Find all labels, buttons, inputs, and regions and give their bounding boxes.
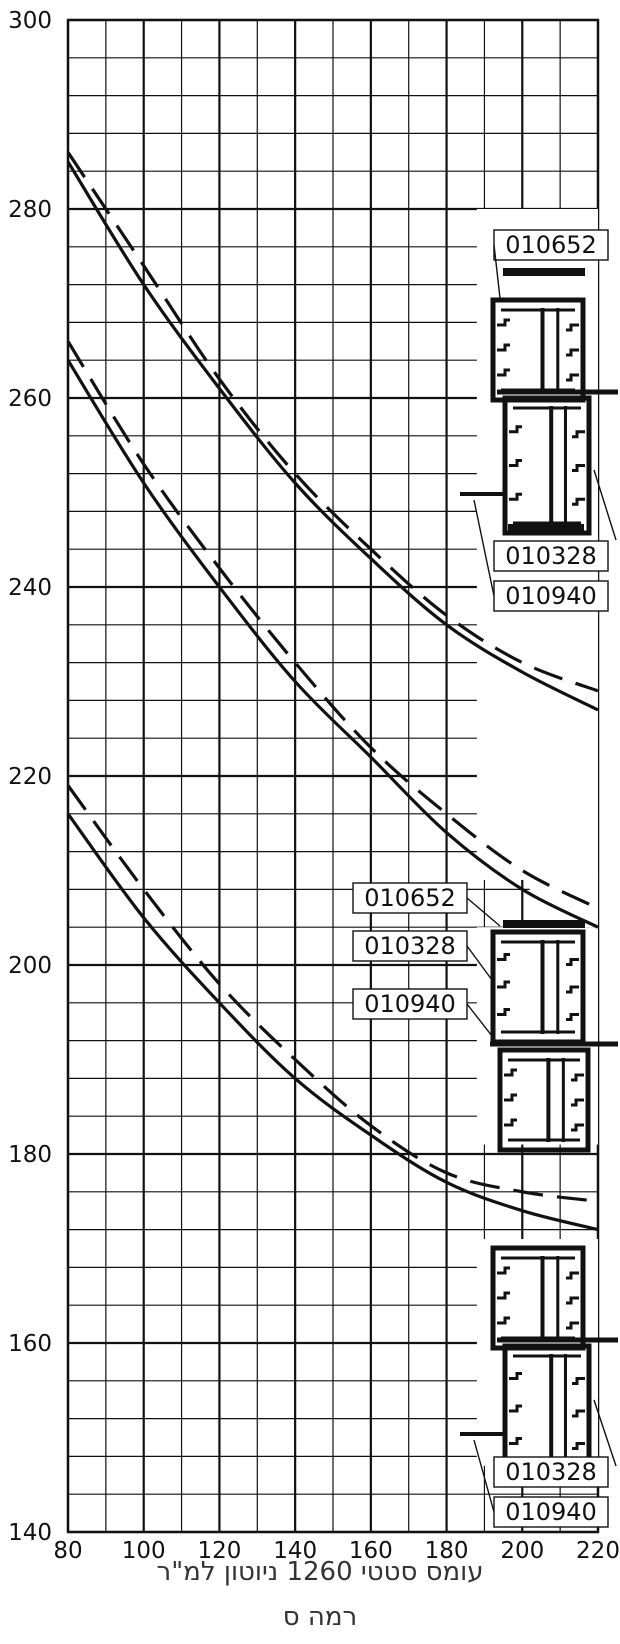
- profile-notch: [571, 1123, 584, 1132]
- profile-notch: [572, 497, 585, 506]
- y-tick-label: 160: [8, 1331, 52, 1357]
- profile-notch: [566, 373, 579, 382]
- leader-line: [593, 1399, 617, 1467]
- profile-notch: [504, 1118, 517, 1127]
- x-tick-label: 180: [425, 1538, 469, 1564]
- x-tick-label: 140: [273, 1538, 317, 1564]
- profile-notch: [509, 1372, 522, 1380]
- x-tick-label: 120: [197, 1538, 241, 1564]
- y-tick-label: 240: [8, 575, 52, 601]
- profile-notch: [566, 1271, 579, 1280]
- profile-cap: [503, 920, 585, 928]
- profile-notch: [504, 1093, 517, 1102]
- series-line-4-dashed: [66, 340, 599, 910]
- profile-label-box: [352, 988, 468, 1020]
- profile-label: 010652: [364, 884, 456, 912]
- x-tick-label: 80: [53, 1538, 82, 1564]
- profile-label-box: [352, 882, 468, 914]
- series-line-3-solid: [66, 359, 599, 929]
- x-tick-label: 220: [576, 1538, 620, 1564]
- x-tick-label: 200: [500, 1538, 544, 1564]
- profile-notch: [509, 459, 522, 467]
- profile-notch: [509, 1437, 522, 1445]
- chart-caption: רמה ס: [283, 1602, 357, 1632]
- profile-label-box: [493, 229, 609, 261]
- profile-cap: [503, 268, 585, 276]
- profile-notch: [566, 348, 579, 357]
- leader-line: [473, 1439, 495, 1513]
- leader-line: [493, 244, 501, 299]
- y-tick-label: 220: [8, 764, 52, 790]
- tick-labels: 140 160 180 200 220 240 260 280 300 80 100 120 140 16…: [8, 8, 620, 1564]
- profile-notch: [572, 1442, 585, 1450]
- profile-notch: [509, 1404, 522, 1413]
- y-tick-label: 280: [8, 197, 52, 223]
- profile-label: 010940: [364, 990, 456, 1018]
- profile-label: 010328: [505, 1458, 597, 1486]
- profile-notch: [566, 323, 579, 332]
- profile-notch: [509, 425, 522, 434]
- profile-label-box: [493, 580, 609, 612]
- profile-area-mask: [476, 1239, 598, 1466]
- profile-notch: [497, 1008, 510, 1016]
- leader-line: [466, 945, 493, 981]
- profile-cap: [508, 524, 584, 532]
- profile-drawings: 010652 010328 010940 010652 010328 010940 0103…: [352, 229, 618, 1528]
- profile-label-box: [493, 540, 609, 572]
- leader-line: [593, 469, 617, 541]
- profile-label: 010328: [364, 932, 456, 960]
- grid: [66, 18, 600, 1534]
- series-line-5-solid: [66, 812, 599, 1232]
- profile-notch: [572, 1377, 585, 1385]
- series-line-2-dashed: [66, 151, 599, 693]
- profile-notch: [566, 1321, 579, 1330]
- profile-label: 010940: [505, 1498, 597, 1526]
- series-line-1-solid: [66, 160, 599, 712]
- leader-line: [473, 499, 495, 597]
- profile-label: 010940: [505, 582, 597, 610]
- profile-notch: [571, 1098, 584, 1107]
- y-tick-label: 200: [8, 953, 52, 979]
- profile-notch: [572, 464, 585, 472]
- profile-notch: [566, 1296, 579, 1305]
- profile-notch: [497, 1266, 510, 1275]
- profile-frame: [502, 395, 592, 536]
- profile-label: 010652: [505, 231, 597, 259]
- series-group: [66, 151, 599, 1232]
- profile-notch: [566, 1013, 579, 1021]
- y-tick-label: 260: [8, 386, 52, 412]
- profile-area-mask: [476, 927, 598, 1145]
- profile-frame: [497, 1047, 591, 1153]
- profile-notch: [571, 1073, 584, 1082]
- profile-notch: [497, 368, 510, 377]
- profile-label-box: [352, 930, 468, 962]
- series-line-6-dashed: [66, 784, 599, 1203]
- profile-notch: [566, 985, 579, 994]
- profile-notch: [566, 958, 579, 966]
- profile-notch: [572, 430, 585, 439]
- profile-label: 010328: [505, 542, 597, 570]
- y-tick-label: 300: [8, 8, 52, 34]
- x-axis-label: עומס סטטי 1260 ניוטון למ"ר: [157, 1557, 484, 1587]
- y-tick-label: 140: [8, 1520, 52, 1546]
- profile-notch: [509, 492, 522, 501]
- profile-notch: [497, 318, 510, 327]
- profile-notch: [497, 980, 510, 989]
- profile-notch: [572, 1409, 585, 1418]
- y-tick-label: 180: [8, 1142, 52, 1168]
- profile-notch: [497, 953, 510, 961]
- profile-label-box: [493, 1456, 609, 1488]
- leader-line: [466, 897, 501, 927]
- profile-notch: [497, 1291, 510, 1300]
- profile-notch: [504, 1068, 517, 1077]
- leader-line: [466, 1003, 493, 1037]
- x-tick-label: 100: [122, 1538, 166, 1564]
- x-tick-label: 160: [349, 1538, 393, 1564]
- profile-notch: [497, 343, 510, 352]
- profile-notch: [497, 1316, 510, 1325]
